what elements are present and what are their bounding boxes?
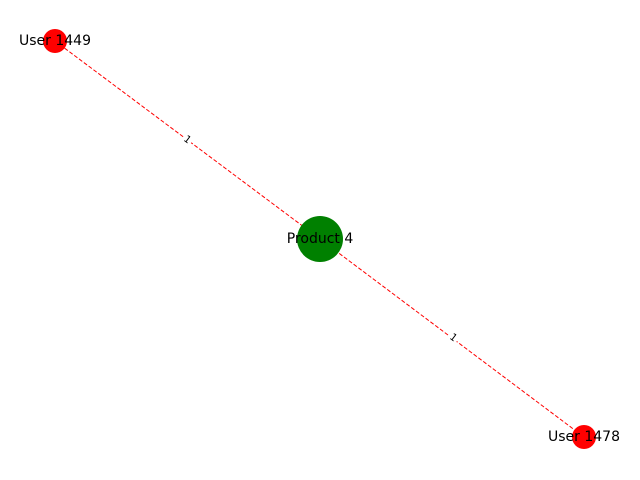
node-label-user-1449: User 1449 bbox=[19, 33, 91, 49]
edge-labels-layer: 1 1 bbox=[179, 131, 462, 346]
node-user-1478[interactable] bbox=[572, 425, 596, 449]
node-label-product-4: Product 4 bbox=[287, 231, 354, 247]
node-labels-layer: User 1449 Product 4 User 1478 bbox=[19, 33, 620, 445]
edge-weight-label: 1 bbox=[179, 131, 196, 148]
node-user-1449[interactable] bbox=[43, 29, 67, 53]
edge-weight-text: 1 bbox=[447, 332, 459, 345]
nodes-layer bbox=[43, 29, 596, 449]
edge-weight-text: 1 bbox=[181, 134, 193, 147]
node-product-4[interactable] bbox=[297, 216, 343, 262]
node-label-user-1478: User 1478 bbox=[548, 429, 620, 445]
edge-weight-label: 1 bbox=[445, 329, 462, 346]
